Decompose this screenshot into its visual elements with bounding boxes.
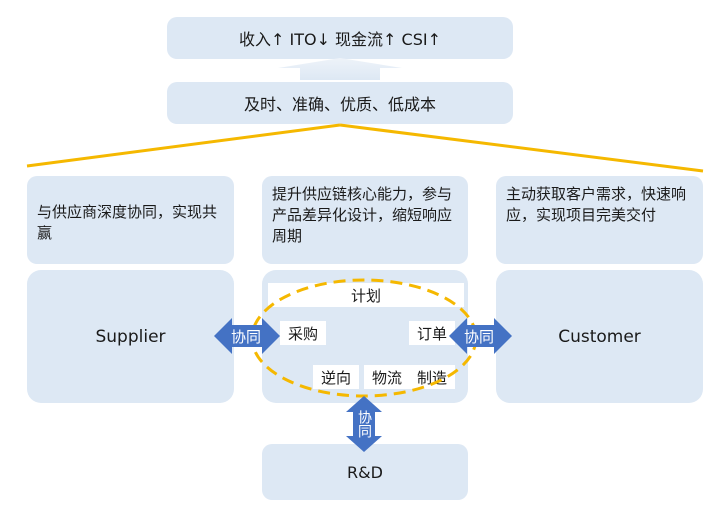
customer-description-box: 主动获取客户需求，快速响应，实现项目完美交付 <box>496 176 703 264</box>
collab-down-label: 协同 <box>356 410 372 438</box>
reverse-logistics-label: 逆向 <box>313 365 359 389</box>
supplier-description-text: 与供应商深度协同，实现共赢 <box>37 203 218 242</box>
service-goals-text: 及时、准确、优质、低成本 <box>243 95 436 114</box>
accent-line-left <box>26 123 341 168</box>
customer-description-text: 主动获取客户需求，快速响应，实现项目完美交付 <box>506 185 687 224</box>
supplier-description-box: 与供应商深度协同，实现共赢 <box>27 176 234 264</box>
supply-chain-description-box: 提升供应链核心能力，参与产品差异化设计，缩短响应周期 <box>262 176 468 264</box>
supplier-label: Supplier <box>95 326 166 347</box>
up-arrow-icon <box>278 58 402 80</box>
order-label: 订单 <box>409 321 455 345</box>
manufacture-label: 制造 <box>409 365 455 389</box>
accent-line-right <box>339 123 704 173</box>
customer-node: Customer <box>496 270 703 403</box>
service-goals-box: 及时、准确、优质、低成本 <box>167 82 513 124</box>
collab-right-label: 协同 <box>463 327 494 346</box>
goal-metrics-box: 收入↑ ITO↓ 现金流↑ CSI↑ <box>167 17 513 59</box>
goal-metrics-text: 收入↑ ITO↓ 现金流↑ CSI↑ <box>238 30 442 49</box>
collab-left-label: 协同 <box>230 327 261 346</box>
purchase-label: 采购 <box>280 321 326 345</box>
rd-node: R&D <box>262 444 468 500</box>
logistics-label: 物流 <box>364 365 410 389</box>
plan-label: 计划 <box>268 283 464 307</box>
rd-label: R&D <box>347 462 383 482</box>
supplier-node: Supplier <box>27 270 234 403</box>
customer-label: Customer <box>558 326 641 347</box>
supply-chain-description-text: 提升供应链核心能力，参与产品差异化设计，缩短响应周期 <box>272 185 453 245</box>
